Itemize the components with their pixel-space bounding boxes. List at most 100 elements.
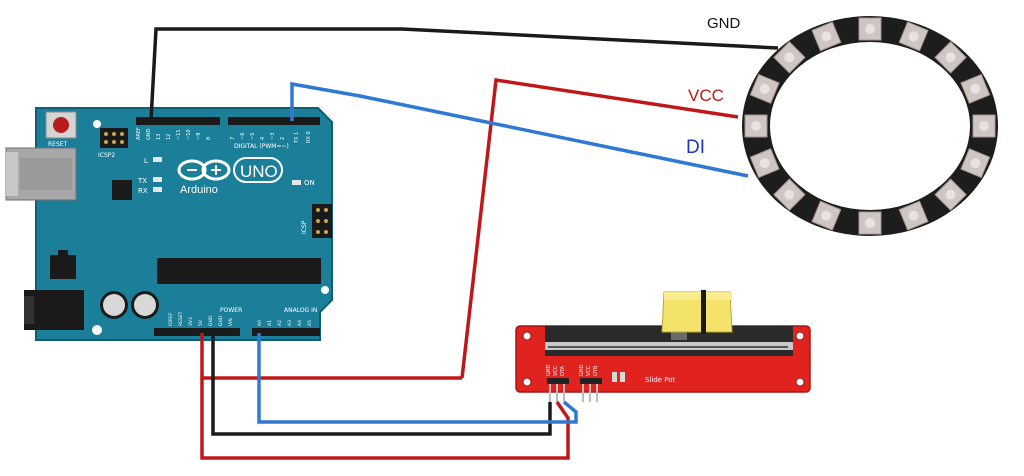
digital-header-label: DIGITAL (PWM=~): [234, 143, 289, 150]
icsp2-label: ICSP2: [98, 152, 115, 159]
pot-pin-left-0: GND: [546, 364, 552, 376]
pin-a5-label: A5: [307, 320, 313, 326]
icsp2-header: [100, 128, 128, 148]
wire-vcc-ring: [460, 77, 739, 379]
arduino-infinity-logo-icon: [177, 159, 231, 181]
ring-led-lens: [945, 189, 956, 200]
slide-pot-left-header: GND VCC OTA: [546, 364, 569, 402]
pin-a4-label: A4: [297, 320, 303, 326]
pin-a1-label: A1: [267, 320, 273, 326]
ring-led-lens: [865, 24, 875, 34]
power-pin-labels: IOREF RESET 3V3 5V GND GND VIN: [168, 311, 234, 326]
model-label: UNO: [240, 162, 278, 181]
status-leds: [153, 157, 301, 192]
ring-led-lens: [970, 83, 981, 94]
pin-5-label: ~5: [250, 133, 256, 140]
dc-barrel-jack-icon: [24, 290, 84, 330]
wire-vcc-pot: [200, 378, 570, 460]
gnd-label: GND: [707, 15, 741, 32]
ring-led-lens: [759, 83, 770, 94]
wire-di-ring: [290, 81, 749, 178]
pin-a2-label: A2: [277, 320, 283, 326]
slide-pot-module: GND VCC OTA GND VCC OTB Slide Pot: [515, 290, 811, 402]
pin-a0-label: A0: [257, 320, 263, 326]
pin-13-label: 13: [156, 134, 162, 140]
led-on-label: ON: [304, 179, 315, 187]
led-tx-label: TX: [137, 177, 147, 185]
pin-8-label: 8: [206, 137, 212, 140]
wires: [149, 27, 779, 460]
usb-b-connector-icon: [5, 147, 77, 201]
led-l-label: L: [144, 157, 148, 165]
ring-led-lens: [970, 158, 981, 169]
ring-led-lens: [821, 210, 832, 221]
reset-button-icon[interactable]: [45, 111, 77, 139]
icsp-header: [312, 204, 332, 238]
pin-gnd1-label: GND: [208, 315, 214, 326]
wire-gnd-pot: [211, 333, 552, 436]
pot-pin-left-1: VCC: [553, 365, 559, 376]
pin-3-label: ~3: [270, 133, 276, 140]
icsp-label: ICSP: [301, 220, 308, 234]
pin-vin-label: VIN: [228, 318, 234, 326]
power-header: [154, 328, 240, 336]
arduino-uno-board: RESET ICSP2 DIGITAL (PWM=~) AREF GND 13 …: [5, 107, 333, 341]
pin-aref-label: AREF: [136, 127, 142, 140]
pin-reset-label: RESET: [178, 311, 184, 326]
pin-4-label: 4: [260, 137, 266, 140]
ring-led-lens: [908, 210, 919, 221]
wire-gnd-ring: [149, 27, 779, 121]
analog-header-label: ANALOG IN: [284, 307, 317, 314]
ring-led-lens: [759, 158, 770, 169]
ring-led-lens: [865, 218, 875, 228]
pin-a3-label: A3: [287, 320, 293, 326]
capacitors: [100, 291, 159, 319]
ring-led-lens: [751, 121, 761, 131]
pin-10-label: ~10: [186, 129, 192, 140]
pin-gnd2-label: GND: [218, 315, 224, 326]
pin-tx1-label: TX 1: [294, 132, 300, 144]
pin-3v3-label: 3V3: [188, 317, 194, 326]
top-pin-labels: AREF GND 13 12 ~11 ~10 ~9 8 7 ~6 ~5 4 ~3…: [136, 127, 312, 144]
pot-pin-left-2: OTA: [560, 365, 566, 376]
power-header-label: POWER: [220, 307, 242, 314]
pot-pin-right-1: VCC: [586, 365, 592, 376]
pin-11-label: ~11: [176, 129, 182, 140]
led-rx-label: RX: [138, 187, 148, 195]
voltage-regulator: [50, 255, 76, 279]
pin-9-label: ~9: [196, 133, 202, 140]
digital-header: [136, 117, 320, 125]
ring-led-lens: [784, 52, 795, 63]
ring-led-lens: [784, 189, 795, 200]
analog-header: [252, 328, 320, 336]
atmega-chip: [157, 258, 321, 284]
ring-led-lens: [908, 31, 919, 42]
wire-signal-pot: [257, 333, 578, 424]
pin-6-label: ~6: [240, 133, 246, 140]
usb-chip: [112, 180, 132, 200]
slider-knob[interactable]: [661, 290, 733, 340]
uno-badge: [233, 157, 283, 183]
pot-pin-right-0: GND: [579, 364, 585, 376]
analog-pin-labels: A0 A1 A2 A3 A4 A5: [257, 320, 313, 326]
pin-2-label: 2: [280, 137, 286, 140]
ring-led-group: [744, 17, 996, 235]
ring-led-lens: [979, 121, 989, 131]
vcc-label: VCC: [688, 86, 724, 105]
pin-5v-label: 5V: [198, 319, 204, 326]
slide-pot-label: Slide Pot: [645, 376, 676, 384]
pot-pin-right-2: OTB: [593, 365, 599, 376]
pin-7-label: 7: [230, 137, 236, 140]
ring-led-lens: [821, 31, 832, 42]
di-label: DI: [686, 137, 705, 158]
pin-ioref-label: IOREF: [168, 312, 174, 326]
ring-led-lens: [945, 52, 956, 63]
slide-pot-right-header: GND VCC OTB: [579, 364, 602, 402]
brand-label: Arduino: [180, 184, 218, 196]
reset-label: RESET: [48, 141, 68, 148]
pin-rx0-label: RX 0: [306, 131, 312, 143]
neopixel-ring: [742, 16, 998, 236]
pin-gnd-label: GND: [146, 128, 152, 140]
pin-12-label: 12: [166, 134, 172, 140]
